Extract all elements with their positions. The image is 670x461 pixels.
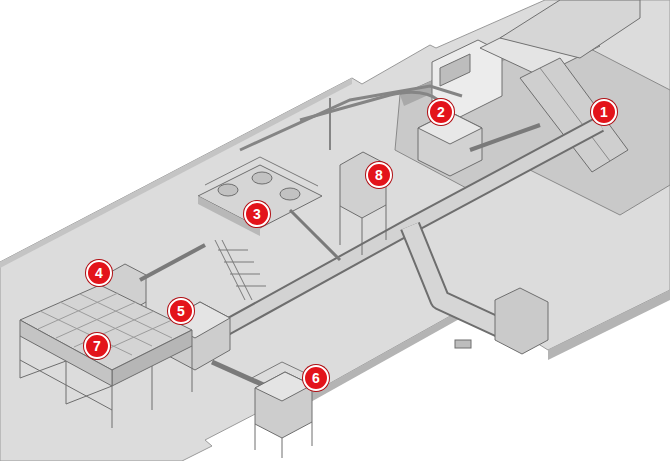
callout-number: 8 xyxy=(375,168,383,182)
overhead-pipe xyxy=(240,86,462,150)
feed-conveyor xyxy=(470,125,540,150)
callout-circle: 3 xyxy=(244,201,270,227)
callout-number: 2 xyxy=(437,105,445,119)
railing xyxy=(205,157,318,186)
callout-number: 5 xyxy=(177,304,185,318)
callout-circle: 7 xyxy=(84,333,110,359)
callout-circle: 4 xyxy=(86,260,112,286)
overhead-pipe xyxy=(300,92,445,120)
transfer-conveyor xyxy=(290,210,340,260)
callout-number: 3 xyxy=(253,207,261,221)
tank xyxy=(280,188,300,200)
callout-number: 4 xyxy=(95,266,103,280)
callout-circle: 2 xyxy=(428,99,454,125)
callout-circle: 6 xyxy=(303,365,329,391)
exhaust-duct-outline xyxy=(410,226,505,330)
leg xyxy=(386,205,387,240)
callout-number: 7 xyxy=(93,339,101,353)
callout-number: 1 xyxy=(600,105,608,119)
callout-number: 6 xyxy=(312,371,320,385)
callout-circle: 1 xyxy=(591,99,617,125)
exhaust-duct xyxy=(410,226,505,330)
incline-conveyor xyxy=(140,245,205,280)
fan-unit xyxy=(495,288,548,354)
callout-circle: 8 xyxy=(366,162,392,188)
stairs xyxy=(215,240,266,300)
tank xyxy=(252,172,272,184)
slab-edge xyxy=(300,305,470,408)
tipping-body xyxy=(500,0,640,58)
leg xyxy=(362,218,363,255)
slab-edge xyxy=(0,78,352,268)
slab-edge xyxy=(548,290,670,360)
truck-window xyxy=(440,54,470,86)
hopper xyxy=(418,112,482,176)
leg xyxy=(340,206,341,245)
callout-circle: 5 xyxy=(168,298,194,324)
platform xyxy=(198,165,322,228)
tank xyxy=(218,184,238,196)
control-box xyxy=(455,340,471,348)
pipe-drop xyxy=(329,98,331,150)
leg xyxy=(255,422,312,458)
